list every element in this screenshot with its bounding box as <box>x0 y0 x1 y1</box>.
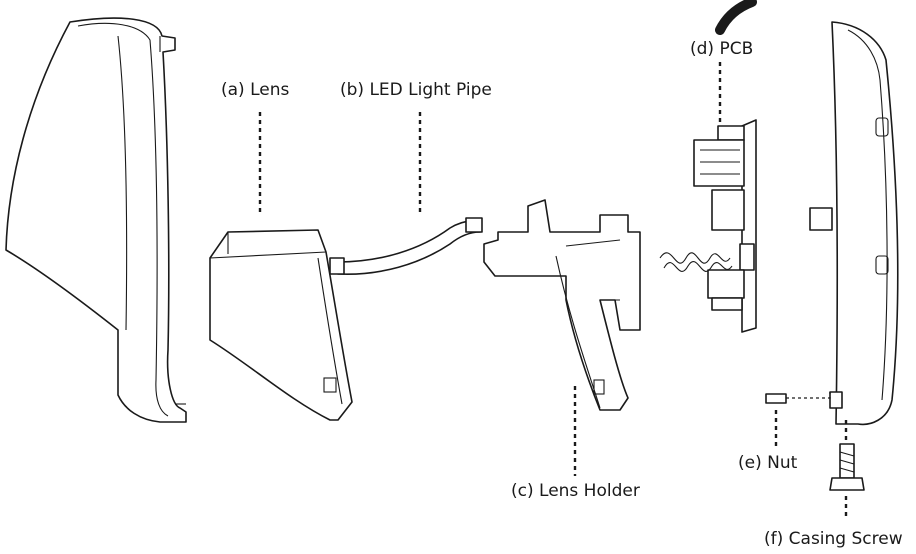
pcb <box>659 119 757 333</box>
back-casing <box>809 21 899 426</box>
lens <box>209 229 353 421</box>
led-light-pipe <box>329 217 483 276</box>
nut-to-casing-leader <box>786 392 831 399</box>
pcb-label: (d) PCB <box>690 39 753 59</box>
casing-screw <box>829 443 865 491</box>
front-cover <box>5 17 187 423</box>
casing-screw-label: (f) Casing Screw <box>764 529 903 549</box>
lens-label: (a) Lens <box>221 80 289 100</box>
pcb-cable <box>715 0 757 35</box>
nut <box>765 393 787 404</box>
light-pipe-label: (b) LED Light Pipe <box>340 80 492 100</box>
nut-label: (e) Nut <box>738 453 798 473</box>
lens-holder <box>483 199 641 411</box>
lens-holder-label: (c) Lens Holder <box>511 481 640 501</box>
